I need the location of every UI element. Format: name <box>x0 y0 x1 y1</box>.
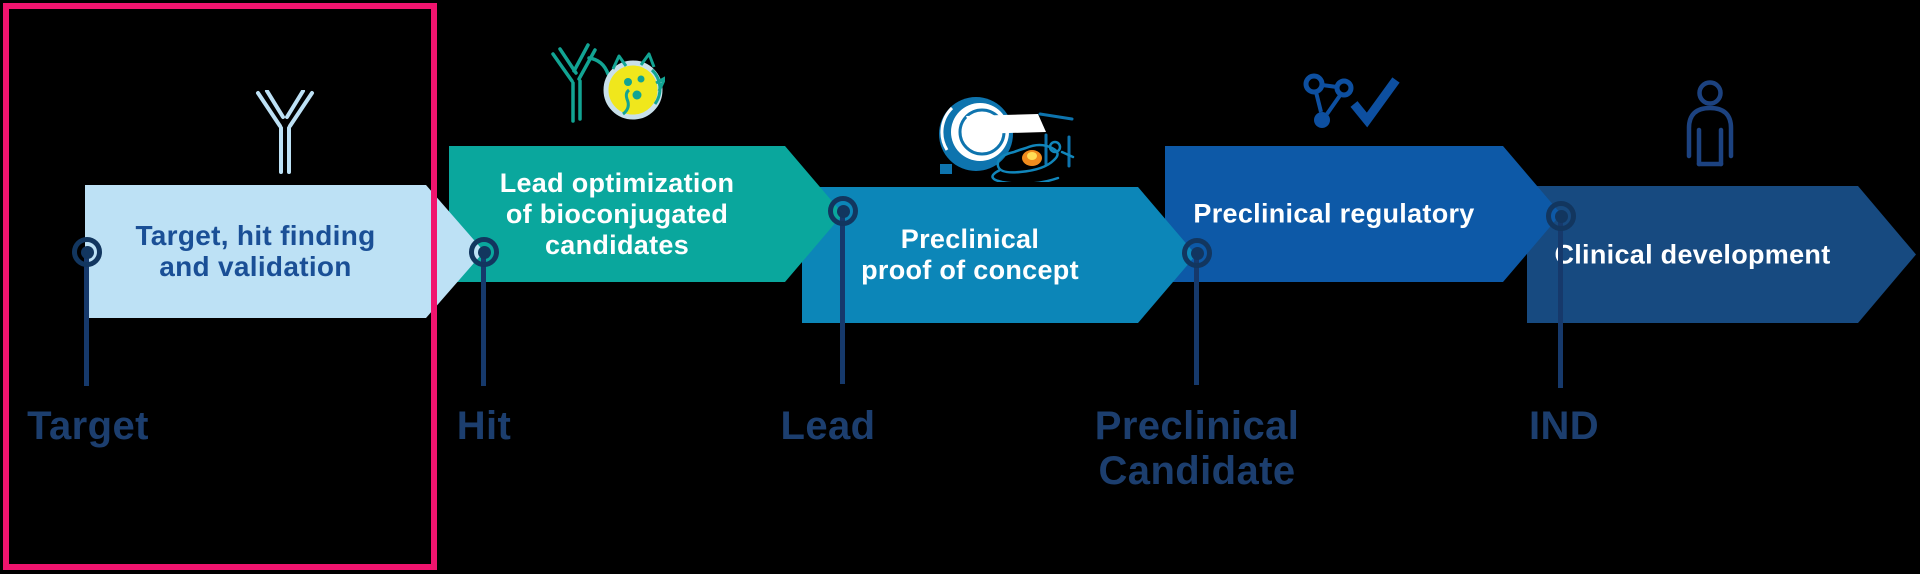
milestone-marker-ind <box>1546 201 1576 231</box>
milestone-label-preclinical-candidate: Preclinical Candidate <box>1094 404 1300 493</box>
stage-label: Preclinical proof of concept <box>861 224 1079 285</box>
milestone-stem-ind <box>1558 216 1563 388</box>
mri-scanner-mouse-icon <box>939 97 1075 182</box>
milestone-label-hit: Hit <box>456 404 512 448</box>
stage-lead-optimization: Lead optimization of bioconjugated candi… <box>449 146 843 282</box>
marker-dot <box>836 204 850 218</box>
marker-dot <box>1190 246 1204 260</box>
stage-label: Clinical development <box>1554 239 1831 270</box>
milestone-label-ind: IND <box>1528 404 1600 448</box>
milestone-marker-preclinical-candidate <box>1182 238 1212 268</box>
stage-label: Lead optimization of bioconjugated candi… <box>499 167 735 260</box>
milestone-stem-preclinical-candidate <box>1194 253 1199 385</box>
milestone-label-lead: Lead <box>780 404 876 448</box>
marker-dot <box>1554 209 1568 223</box>
person-icon <box>1686 80 1734 167</box>
milestone-marker-target <box>72 237 102 267</box>
stage-preclinical-regulatory: Preclinical regulatory <box>1165 146 1561 282</box>
marker-dot <box>80 245 94 259</box>
molecule-checkmark-icon <box>1303 73 1400 128</box>
milestone-stem-lead <box>840 211 845 384</box>
milestone-label-target: Target <box>27 404 149 448</box>
stage-label: Target, hit finding and validation <box>135 219 376 283</box>
milestone-marker-lead <box>828 196 858 226</box>
antibody-icon <box>256 90 314 174</box>
marker-dot <box>477 245 491 259</box>
stage-preclinical-proof-of-concept: Preclinical proof of concept <box>802 187 1196 323</box>
stage-clinical-development: Clinical development <box>1527 186 1916 323</box>
milestone-marker-hit <box>469 237 499 267</box>
highlight-frame <box>3 3 437 570</box>
milestone-stem-target <box>84 252 89 386</box>
antibody-conjugate-cell-icon <box>551 43 665 123</box>
milestone-stem-hit <box>481 252 486 386</box>
stage-label: Preclinical regulatory <box>1193 198 1475 229</box>
stage-target-hit-finding: Target, hit finding and validation <box>85 185 484 318</box>
